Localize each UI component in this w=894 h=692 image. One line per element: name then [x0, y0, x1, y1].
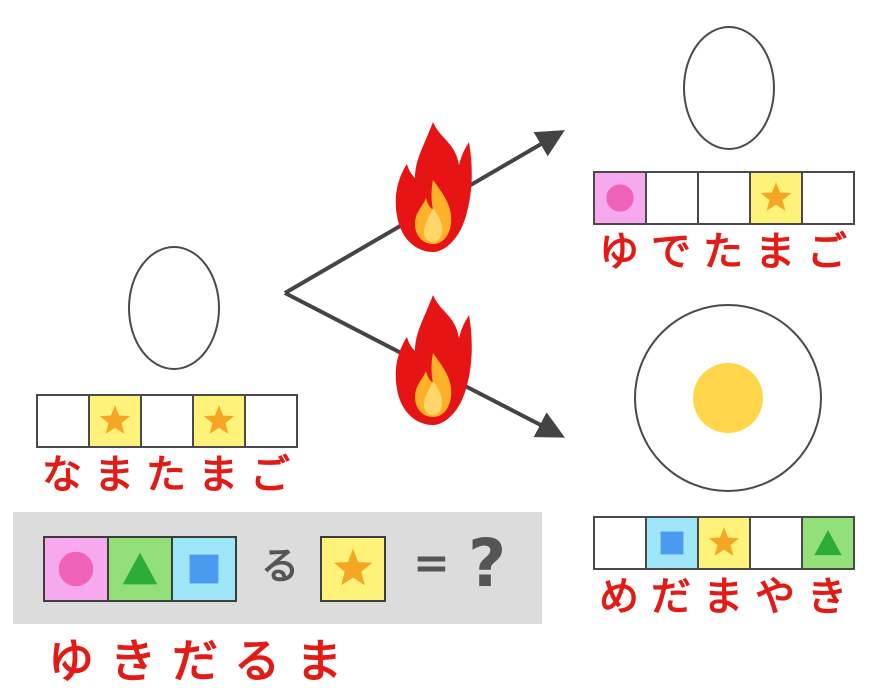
label-char: や: [755, 574, 795, 620]
label-char: き: [807, 574, 847, 620]
riddle-panel: る = ?: [13, 512, 542, 624]
label-char: ゆ: [599, 229, 639, 275]
boiled-egg-code: [593, 171, 855, 225]
star-icon: [757, 179, 795, 217]
label-char: ゆ: [48, 634, 94, 688]
label-char: な: [42, 452, 82, 498]
label-char: ま: [755, 229, 795, 275]
empty-cell: [697, 171, 751, 225]
square-cell: [171, 536, 237, 602]
answer-label: ゆきだるま: [40, 634, 350, 688]
raw-egg: [128, 246, 220, 370]
boiled-egg: [683, 26, 775, 150]
label-char: ま: [94, 452, 134, 498]
fried-egg-label: めだまやき: [593, 573, 853, 621]
label-char: ご: [807, 229, 847, 275]
raw-egg-label: なまたまご: [36, 451, 296, 499]
label-char: だ: [172, 634, 218, 688]
empty-cell: [140, 394, 194, 448]
empty-cell: [244, 394, 298, 448]
square-icon: [180, 545, 228, 593]
triangle-cell: [801, 516, 855, 570]
label-char: ま: [296, 634, 342, 688]
label-char: だ: [651, 574, 691, 620]
star-cell: [697, 516, 751, 570]
triangle-icon: [809, 524, 847, 562]
label-char: ご: [250, 452, 290, 498]
circle-icon: [601, 179, 639, 217]
riddle-equals: =: [413, 538, 450, 589]
label-char: る: [234, 634, 280, 688]
circle-cell: [593, 171, 647, 225]
label-char: た: [146, 452, 186, 498]
empty-cell: [645, 171, 699, 225]
star-icon: [200, 402, 238, 440]
riddle-question: ?: [468, 525, 507, 602]
empty-cell: [36, 394, 90, 448]
triangle-icon: [116, 545, 164, 593]
flame-icon: [395, 295, 472, 425]
star-icon: [329, 545, 377, 593]
riddle-ru: る: [261, 544, 300, 588]
label-char: た: [703, 229, 743, 275]
empty-cell: [749, 516, 803, 570]
raw-egg-code: [36, 394, 298, 448]
label-char: ま: [703, 574, 743, 620]
label-char: め: [599, 574, 639, 620]
circle-cell: [43, 536, 109, 602]
empty-cell: [801, 171, 855, 225]
circle-icon: [52, 545, 100, 593]
riddle-star-cell: [320, 536, 386, 602]
star-cell: [749, 171, 803, 225]
empty-cell: [593, 516, 647, 570]
label-char: ま: [198, 452, 238, 498]
star-icon: [705, 524, 743, 562]
star-cell: [192, 394, 246, 448]
label-char: き: [110, 634, 156, 688]
fried-egg-code: [593, 516, 855, 570]
label-char: で: [651, 229, 691, 275]
boiled-egg-label: ゆでたまご: [593, 228, 853, 276]
triangle-cell: [107, 536, 173, 602]
star-cell: [88, 394, 142, 448]
star-icon: [96, 402, 134, 440]
square-cell: [645, 516, 699, 570]
flame-icon: [395, 122, 472, 252]
fried-egg-yolk: [693, 363, 763, 433]
square-icon: [653, 524, 691, 562]
